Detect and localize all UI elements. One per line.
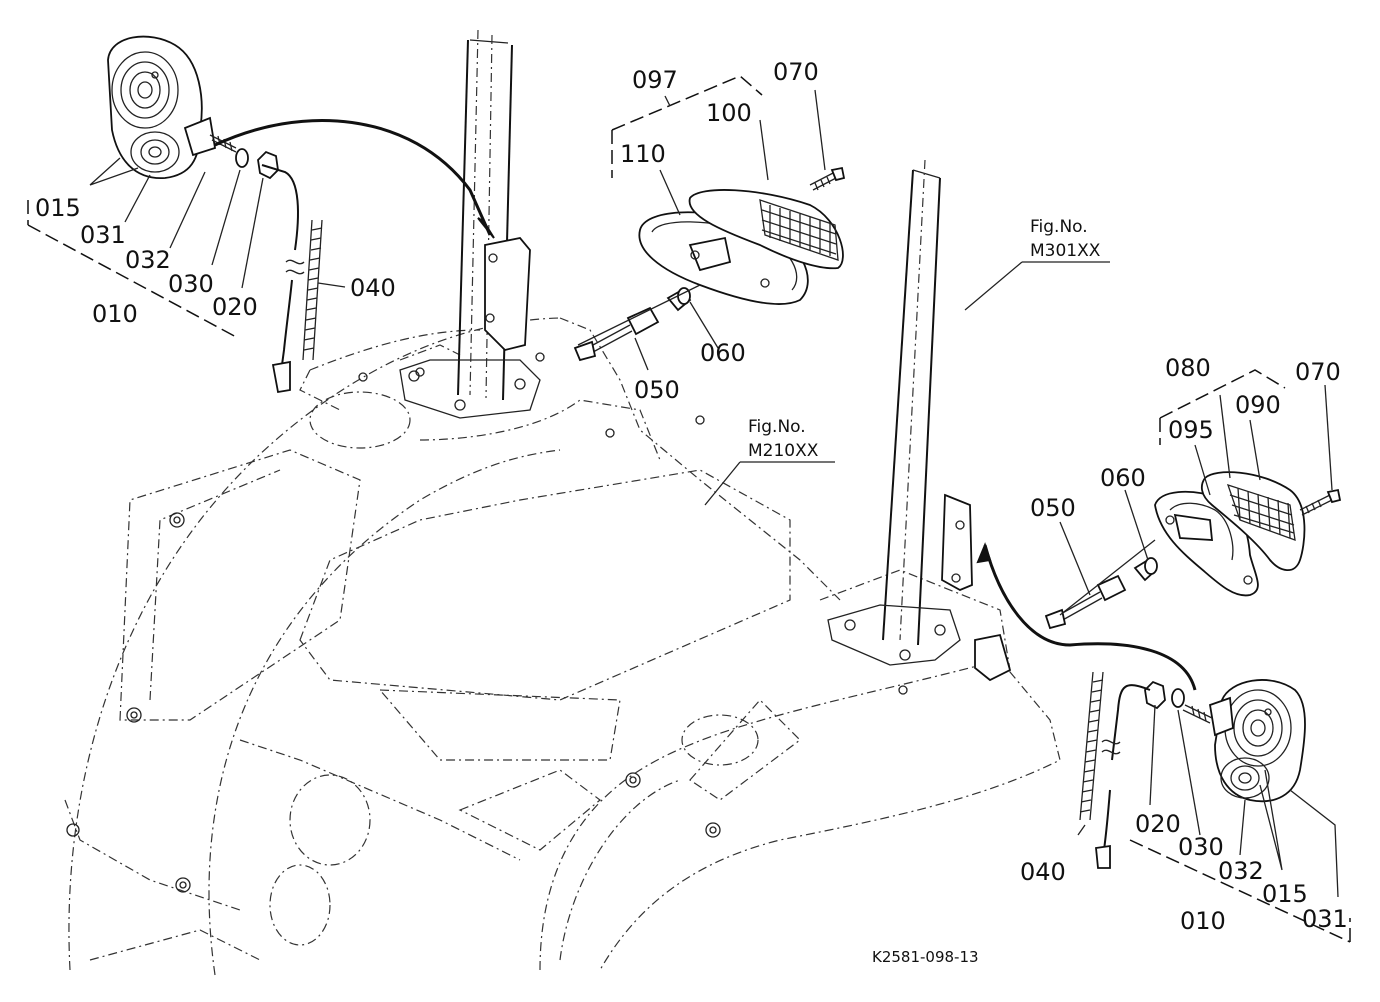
left-lamp-labels: 015 031 032 030 020 010 040 <box>35 194 396 328</box>
figure-ref-line1: Fig.No. <box>748 417 806 437</box>
right-lamp-bolt <box>1182 704 1213 724</box>
mounting-holes <box>66 352 1000 893</box>
top-marker-lamp-assembly <box>573 75 846 371</box>
label-020: 020 <box>212 293 258 321</box>
figure-ref-m301: Fig.No. M301XX <box>1030 217 1101 261</box>
figure-ref-m210: Fig.No. M210XX <box>748 417 819 461</box>
label-040-right: 040 <box>1020 858 1066 886</box>
label-095: 095 <box>1168 416 1214 444</box>
side-lamp-screw <box>1299 488 1342 516</box>
drawing-reference-code: K2581-098-13 <box>872 948 979 966</box>
figure-ref-line1: Fig.No. <box>1030 217 1088 237</box>
label-080: 080 <box>1165 354 1211 382</box>
label-100: 100 <box>706 99 752 127</box>
side-lamp-labels: 080 070 090 095 050 060 <box>1030 354 1341 522</box>
right-lock-washer <box>1171 688 1185 708</box>
rops-right-post <box>827 159 1012 682</box>
figure-ref-line2: M301XX <box>1030 241 1101 261</box>
right-hex-nut <box>1144 680 1166 710</box>
right-lamp-labels: 040 020 030 032 015 031 010 <box>1020 810 1348 935</box>
left-lamp-assembly <box>27 35 495 394</box>
label-020-right: 020 <box>1135 810 1181 838</box>
label-032: 032 <box>125 246 171 274</box>
label-015-right: 015 <box>1262 880 1308 908</box>
rops-left-post <box>399 29 541 419</box>
side-lamp-lens <box>1200 471 1306 572</box>
label-030-right: 030 <box>1178 833 1224 861</box>
label-015: 015 <box>35 194 81 222</box>
figure-ref-line2: M210XX <box>748 441 819 461</box>
right-lamp-assembly <box>1077 671 1351 943</box>
tractor-body-outline <box>64 317 1061 976</box>
label-010: 010 <box>92 300 138 328</box>
top-lamp-labels: 097 070 100 110 050 060 <box>620 58 819 404</box>
top-lamp-socket <box>573 306 660 362</box>
label-030: 030 <box>168 270 214 298</box>
label-090: 090 <box>1235 391 1281 419</box>
label-031-right: 031 <box>1302 905 1348 933</box>
label-060: 060 <box>700 339 746 367</box>
right-work-lamp <box>1208 679 1306 803</box>
side-marker-lamp-assembly <box>976 369 1342 691</box>
left-lock-washer <box>235 148 249 168</box>
side-lamp-socket <box>1044 574 1127 630</box>
figure-ref-leaders <box>704 261 1110 506</box>
side-lamp-bulb <box>1133 557 1158 582</box>
label-070-right: 070 <box>1295 358 1341 386</box>
label-060-right: 060 <box>1100 464 1146 492</box>
label-032-right: 032 <box>1218 857 1264 885</box>
label-070: 070 <box>773 58 819 86</box>
label-050-right: 050 <box>1030 494 1076 522</box>
left-hex-nut <box>257 150 279 180</box>
label-097: 097 <box>632 66 678 94</box>
label-040: 040 <box>350 274 396 302</box>
label-050: 050 <box>634 376 680 404</box>
label-110: 110 <box>620 140 666 168</box>
top-lamp-screw <box>809 166 846 191</box>
label-031: 031 <box>80 221 126 249</box>
top-lamp-lens <box>688 189 844 270</box>
label-010-right: 010 <box>1180 907 1226 935</box>
left-work-lamp <box>107 35 217 179</box>
